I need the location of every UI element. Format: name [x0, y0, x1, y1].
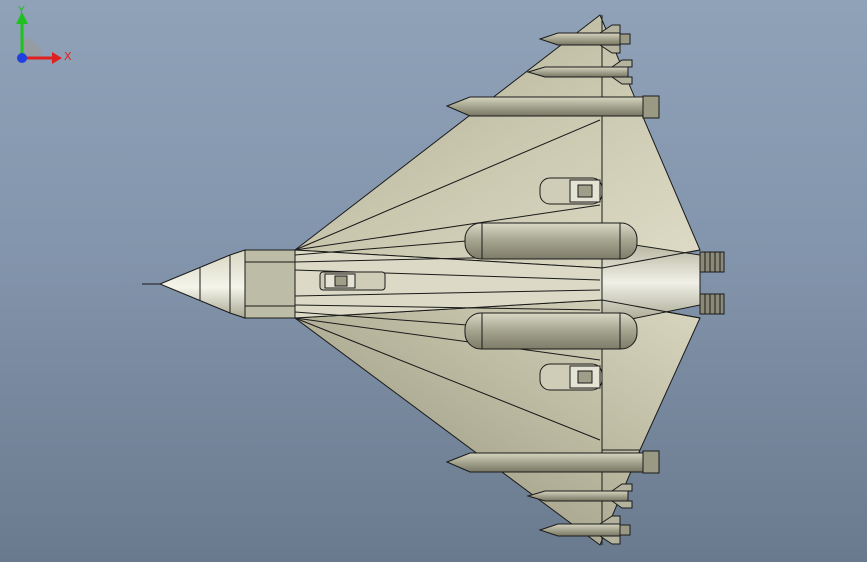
- missile-lower-2[interactable]: [526, 483, 633, 509]
- engine-nozzles[interactable]: [699, 251, 725, 315]
- x-axis-label: X: [64, 50, 72, 63]
- missile-upper-2[interactable]: [526, 59, 633, 85]
- missile-lower-3[interactable]: [538, 515, 631, 545]
- panel-line: [294, 317, 601, 361]
- fuel-tank-upper[interactable]: [464, 222, 638, 260]
- panel-line: [294, 304, 601, 311]
- nose-gear[interactable]: [319, 271, 386, 291]
- z-axis-dot: [17, 53, 27, 63]
- nose-assembly[interactable]: [142, 249, 296, 319]
- x-arrow-icon: [52, 52, 62, 64]
- nose-cone[interactable]: [158, 249, 246, 319]
- panel-line: [294, 317, 601, 441]
- main-gear-upper[interactable]: [539, 177, 603, 205]
- main-gear-lower[interactable]: [539, 363, 603, 391]
- triad-plane: [22, 38, 42, 58]
- panel-line: [294, 204, 601, 251]
- panel-line: [601, 249, 701, 269]
- y-arrow-icon: [16, 12, 28, 24]
- panel-line: [294, 119, 601, 251]
- intake-collar[interactable]: [244, 249, 296, 319]
- panel-line: [601, 299, 701, 319]
- fuel-tank-lower[interactable]: [464, 312, 638, 350]
- coordinate-triad: Y X: [16, 4, 72, 64]
- panel-line: [294, 289, 601, 297]
- y-axis-label: Y: [17, 4, 25, 17]
- missile-upper-3[interactable]: [445, 95, 660, 119]
- missile-upper-1[interactable]: [538, 24, 631, 54]
- missile-lower-1[interactable]: [445, 450, 660, 474]
